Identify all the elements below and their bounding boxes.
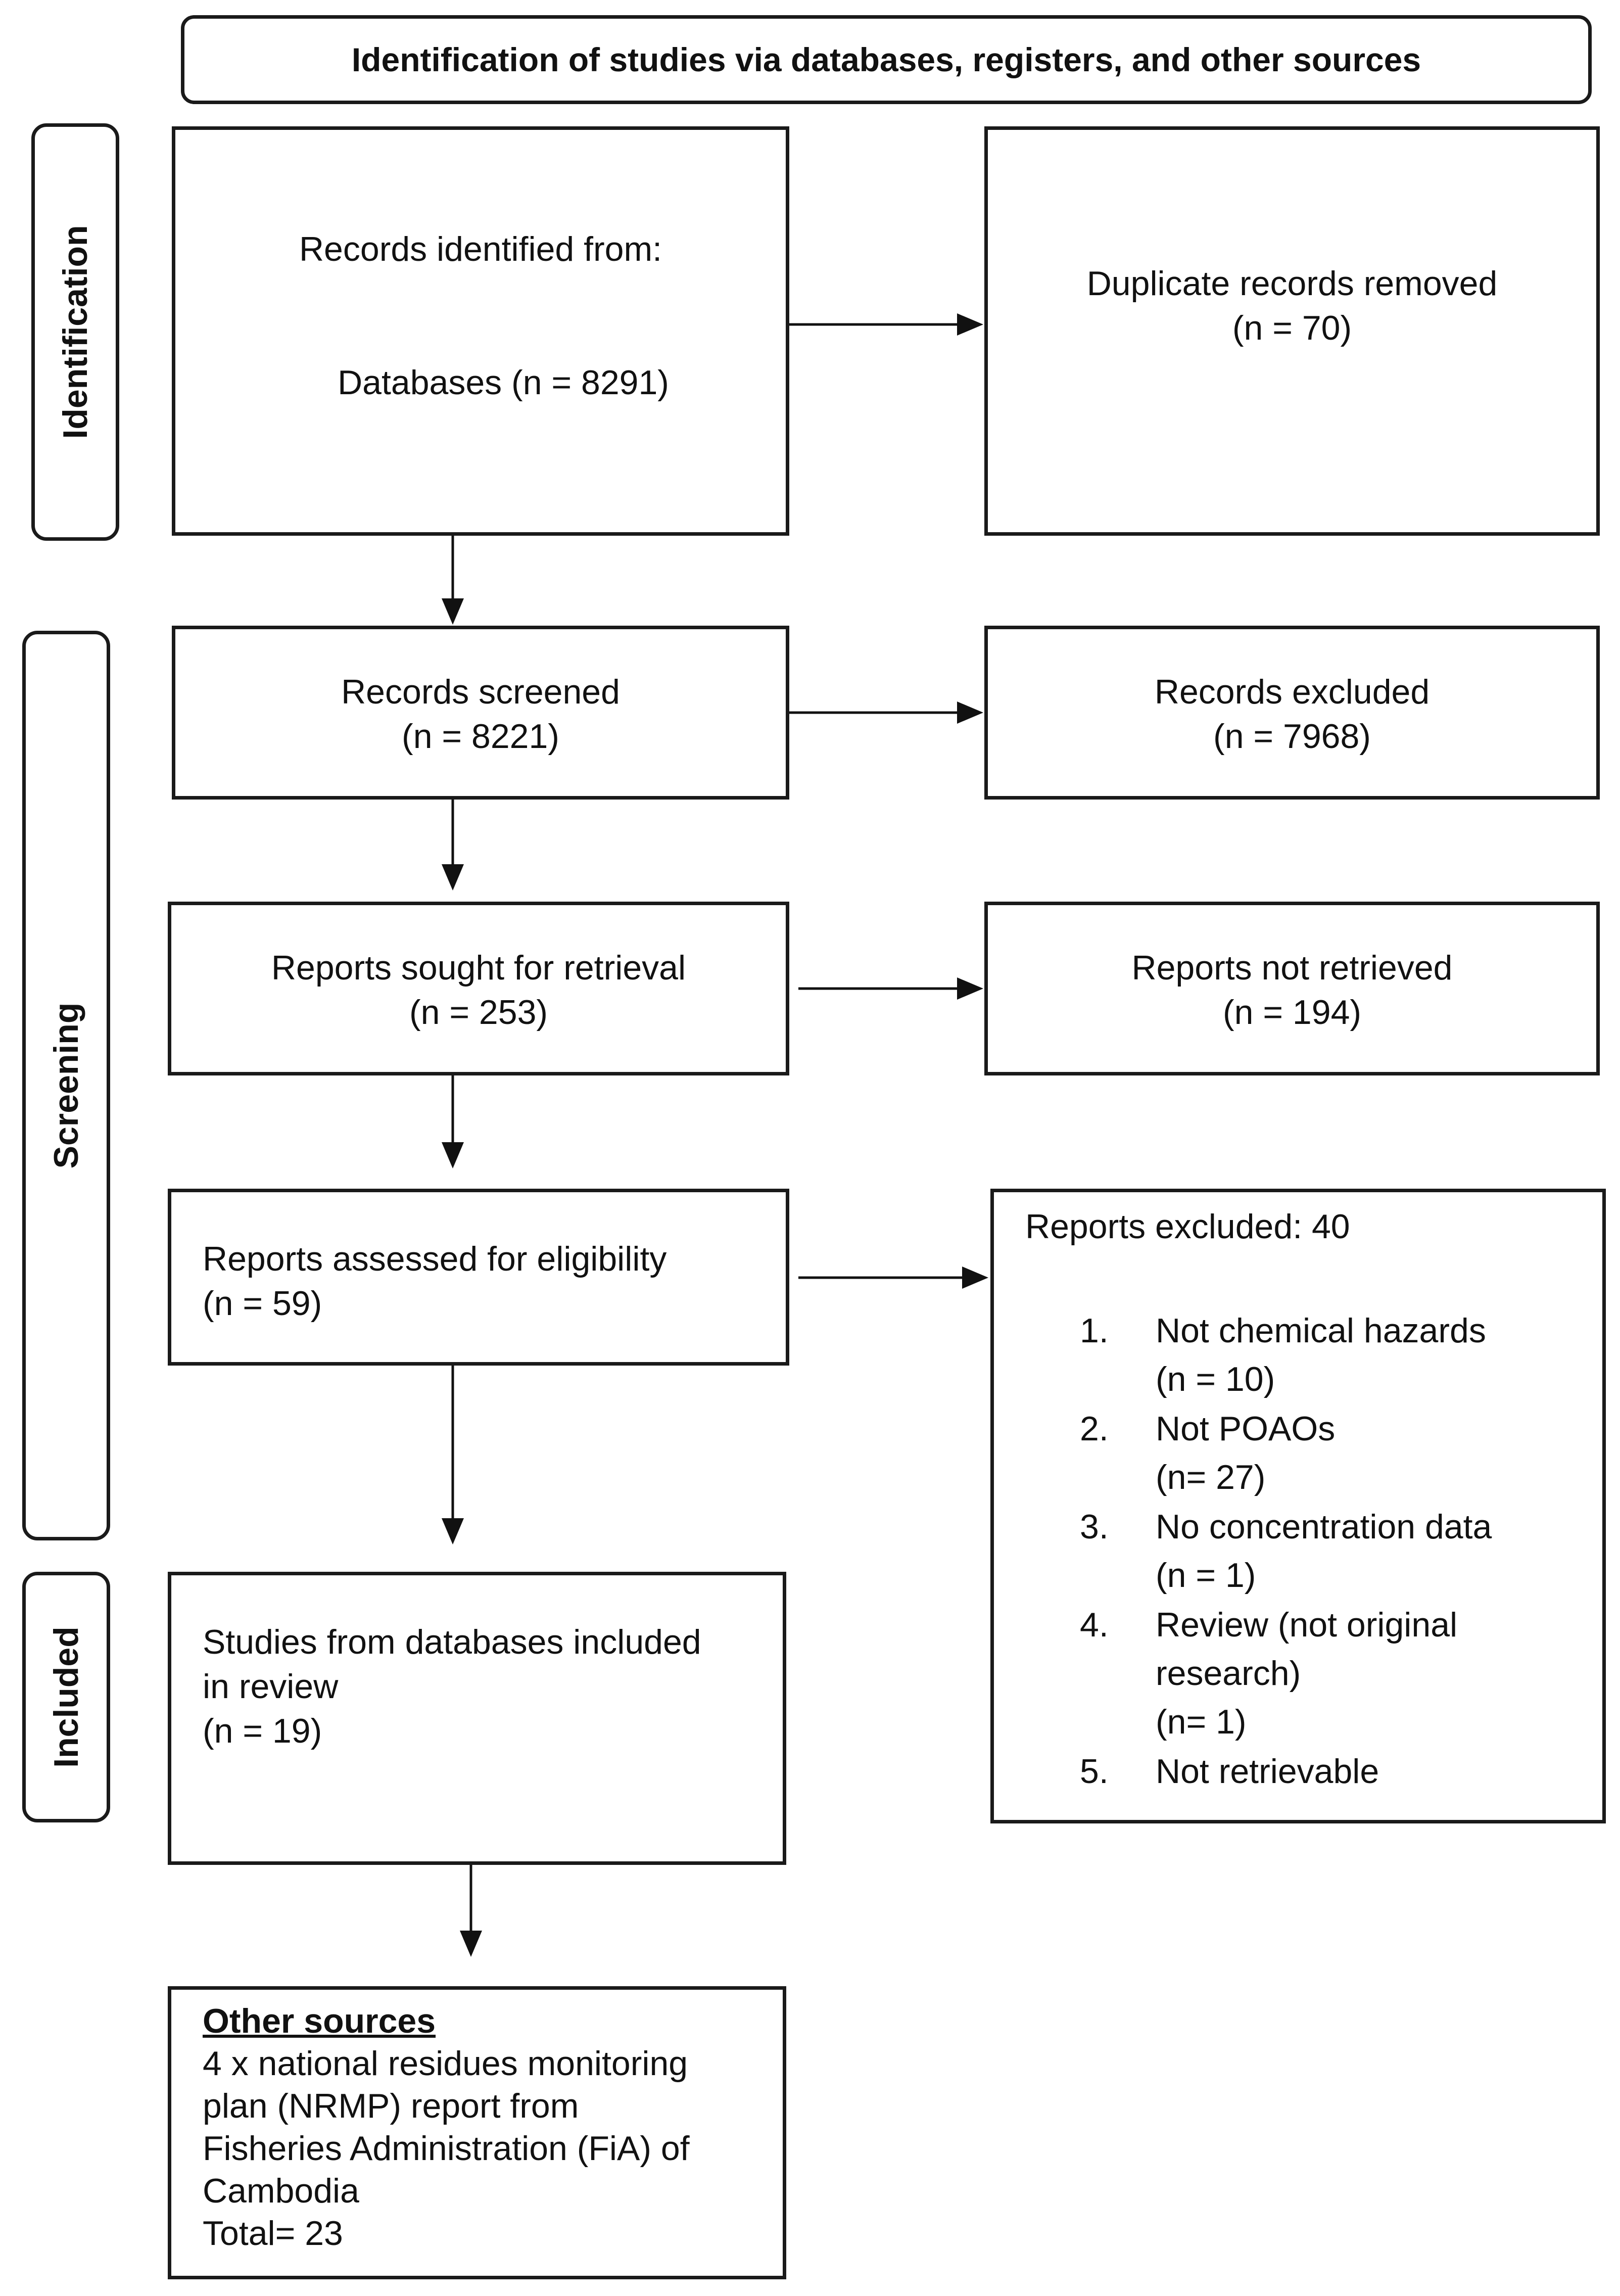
other-sources-line4: Cambodia bbox=[203, 2172, 359, 2210]
records-identified-line1: Records identified from: bbox=[299, 230, 662, 268]
arrowhead-to-records-excluded bbox=[957, 701, 983, 724]
studies-included-line1: Studies from databases included bbox=[203, 1623, 701, 1661]
flow-header-title: Identification of studies via databases,… bbox=[351, 41, 1421, 78]
exclusion-item-number: 4. bbox=[1080, 1606, 1109, 1644]
exclusion-item-reason: Not POAOs bbox=[1156, 1410, 1336, 1448]
exclusion-item: 2. Not POAOs (n= 27) bbox=[1080, 1404, 1575, 1502]
records-excluded-line2: (n = 7968) bbox=[1213, 717, 1371, 756]
exclusion-item-number: 5. bbox=[1080, 1752, 1109, 1791]
arrowhead-to-included bbox=[442, 1518, 464, 1544]
exclusion-item: 3. No concentration data (n = 1) bbox=[1080, 1503, 1575, 1600]
reports-excluded-title: Reports excluded: 40 bbox=[1025, 1207, 1350, 1246]
reports-excluded-box: Reports excluded: 40 1. Not chemical haz… bbox=[990, 1189, 1606, 1823]
studies-included-line3: (n = 19) bbox=[203, 1712, 322, 1750]
reports-not-retrieved-line1: Reports not retrieved bbox=[1131, 949, 1453, 987]
other-sources-line1: 4 x national residues monitoring bbox=[203, 2044, 688, 2083]
records-screened-line2: (n = 8221) bbox=[402, 717, 559, 756]
exclusion-item: 4. Review (not original research) (n= 1) bbox=[1080, 1601, 1575, 1746]
other-sources-line5: Total= 23 bbox=[203, 2214, 343, 2253]
reports-assessed-line2: (n = 59) bbox=[203, 1284, 322, 1323]
records-excluded-box: Records excluded (n = 7968) bbox=[984, 626, 1600, 800]
exclusion-item-reason: No concentration data bbox=[1156, 1508, 1492, 1546]
exclusion-item-reason: Not retrievable bbox=[1156, 1752, 1379, 1791]
duplicates-removed-line2: (n = 70) bbox=[1232, 309, 1352, 347]
reports-not-retrieved-line2: (n = 194) bbox=[1222, 993, 1362, 1032]
exclusion-item: 1. Not chemical hazards (n = 10) bbox=[1080, 1306, 1575, 1403]
studies-included-line2: in review bbox=[203, 1667, 339, 1706]
exclusion-item-reason: Not chemical hazards bbox=[1156, 1311, 1486, 1350]
reports-sought-line2: (n = 253) bbox=[409, 993, 548, 1032]
studies-included-box: Studies from databases included in revie… bbox=[168, 1572, 786, 1865]
exclusion-item-reason-cont: research) bbox=[1156, 1654, 1301, 1693]
duplicates-removed-line1: Duplicate records removed bbox=[1086, 264, 1498, 303]
reports-assessed-box: Reports assessed for eligibility (n = 59… bbox=[168, 1189, 789, 1366]
exclusion-item-number: 3. bbox=[1080, 1508, 1109, 1546]
stage-included: Included bbox=[22, 1572, 110, 1822]
records-screened-line1: Records screened bbox=[341, 673, 620, 711]
exclusion-item-count: (n= 1) bbox=[1156, 1703, 1247, 1741]
arrowhead-to-duplicates bbox=[957, 313, 983, 336]
records-identified-line2: Databases (n = 8291) bbox=[338, 363, 669, 402]
stage-identification: Identification bbox=[31, 123, 119, 541]
arrowhead-to-assessed bbox=[442, 1142, 464, 1168]
exclusion-item-number: 1. bbox=[1080, 1311, 1109, 1350]
arrowhead-to-sought bbox=[442, 864, 464, 891]
reports-sought-line1: Reports sought for retrieval bbox=[271, 949, 686, 987]
exclusion-item-count: (n= 27) bbox=[1156, 1458, 1266, 1496]
exclusion-item-reason: Review (not original bbox=[1156, 1606, 1458, 1644]
exclusion-item: 5. Not retrievable bbox=[1080, 1747, 1575, 1796]
records-excluded-line1: Records excluded bbox=[1154, 673, 1430, 711]
reports-sought-box: Reports sought for retrieval (n = 253) bbox=[168, 902, 789, 1075]
records-identified-box: Records identified from: Databases (n = … bbox=[172, 126, 789, 536]
exclusion-item-count: (n = 10) bbox=[1156, 1360, 1275, 1398]
reports-assessed-line1: Reports assessed for eligibility bbox=[203, 1240, 667, 1278]
arrowhead-to-screened bbox=[442, 598, 464, 625]
other-sources-title: Other sources bbox=[203, 2002, 436, 2040]
duplicates-removed-box: Duplicate records removed (n = 70) bbox=[984, 126, 1600, 536]
exclusion-item-number: 2. bbox=[1080, 1410, 1109, 1448]
arrowhead-to-not-retrieved bbox=[957, 977, 983, 1000]
reports-not-retrieved-box: Reports not retrieved (n = 194) bbox=[984, 902, 1600, 1075]
other-sources-line2: plan (NRMP) report from bbox=[203, 2087, 579, 2125]
other-sources-line3: Fisheries Administration (FiA) of bbox=[203, 2129, 690, 2168]
arrowhead-to-reports-excluded bbox=[962, 1267, 988, 1289]
exclusion-item-count: (n = 1) bbox=[1156, 1556, 1256, 1595]
records-screened-box: Records screened (n = 8221) bbox=[172, 626, 789, 800]
arrowhead-to-other-sources bbox=[460, 1931, 482, 1957]
other-sources-box: Other sources 4 x national residues moni… bbox=[168, 1986, 786, 2279]
stage-screening: Screening bbox=[22, 631, 110, 1540]
flow-header: Identification of studies via databases,… bbox=[181, 15, 1592, 104]
reports-excluded-list: 1. Not chemical hazards (n = 10) 2. Not … bbox=[1080, 1306, 1575, 1797]
